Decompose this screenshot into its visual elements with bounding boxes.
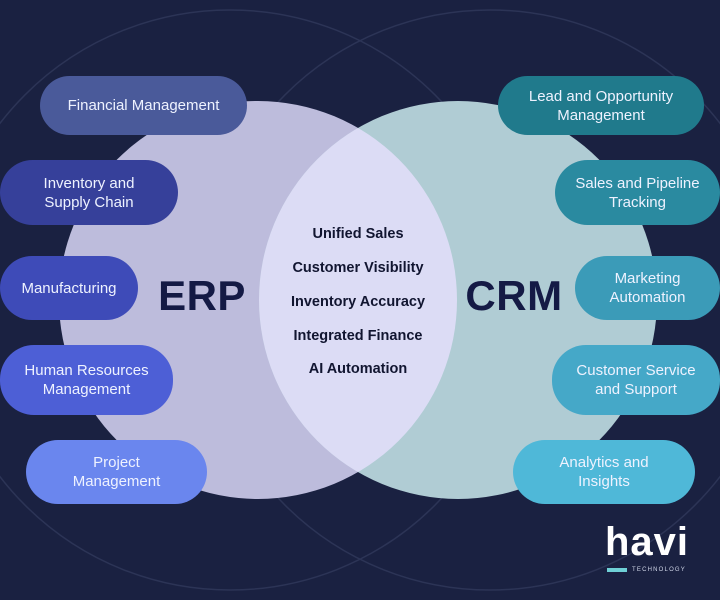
logo-subtitle: TECHNOLOGY — [632, 567, 687, 573]
crm-item-analytics-insights: Analytics and Insights — [513, 440, 695, 504]
shared-benefit: Integrated Finance — [293, 328, 423, 344]
erp-heading: ERP — [158, 272, 246, 319]
shared-benefit: Unified Sales — [312, 226, 404, 242]
crm-item-sales-pipeline: Sales and Pipeline Tracking — [555, 160, 720, 225]
erp-item-financial-management: Financial Management — [40, 76, 247, 135]
shared-benefit: Customer Visibility — [292, 260, 424, 276]
havi-logo: havi TECHNOLOGY — [605, 522, 705, 582]
shared-benefit: AI Automation — [308, 361, 408, 377]
shared-benefit: Inventory Accuracy — [290, 294, 426, 310]
erp-item-manufacturing: Manufacturing — [0, 256, 138, 320]
erp-item-project-management: Project Management — [26, 440, 207, 504]
crm-item-marketing-automation: Marketing Automation — [575, 256, 720, 320]
logo-wordmark: havi — [605, 520, 690, 564]
erp-item-human-resources: Human Resources Management — [0, 345, 173, 415]
overlap-region — [259, 101, 457, 499]
crm-item-customer-service: Customer Service and Support — [552, 345, 720, 415]
erp-item-inventory-supply-chain: Inventory and Supply Chain — [0, 160, 178, 225]
crm-item-lead-opportunity: Lead and Opportunity Management — [498, 76, 704, 135]
logo-accent-bar — [607, 568, 627, 572]
crm-heading: CRM — [465, 272, 563, 319]
